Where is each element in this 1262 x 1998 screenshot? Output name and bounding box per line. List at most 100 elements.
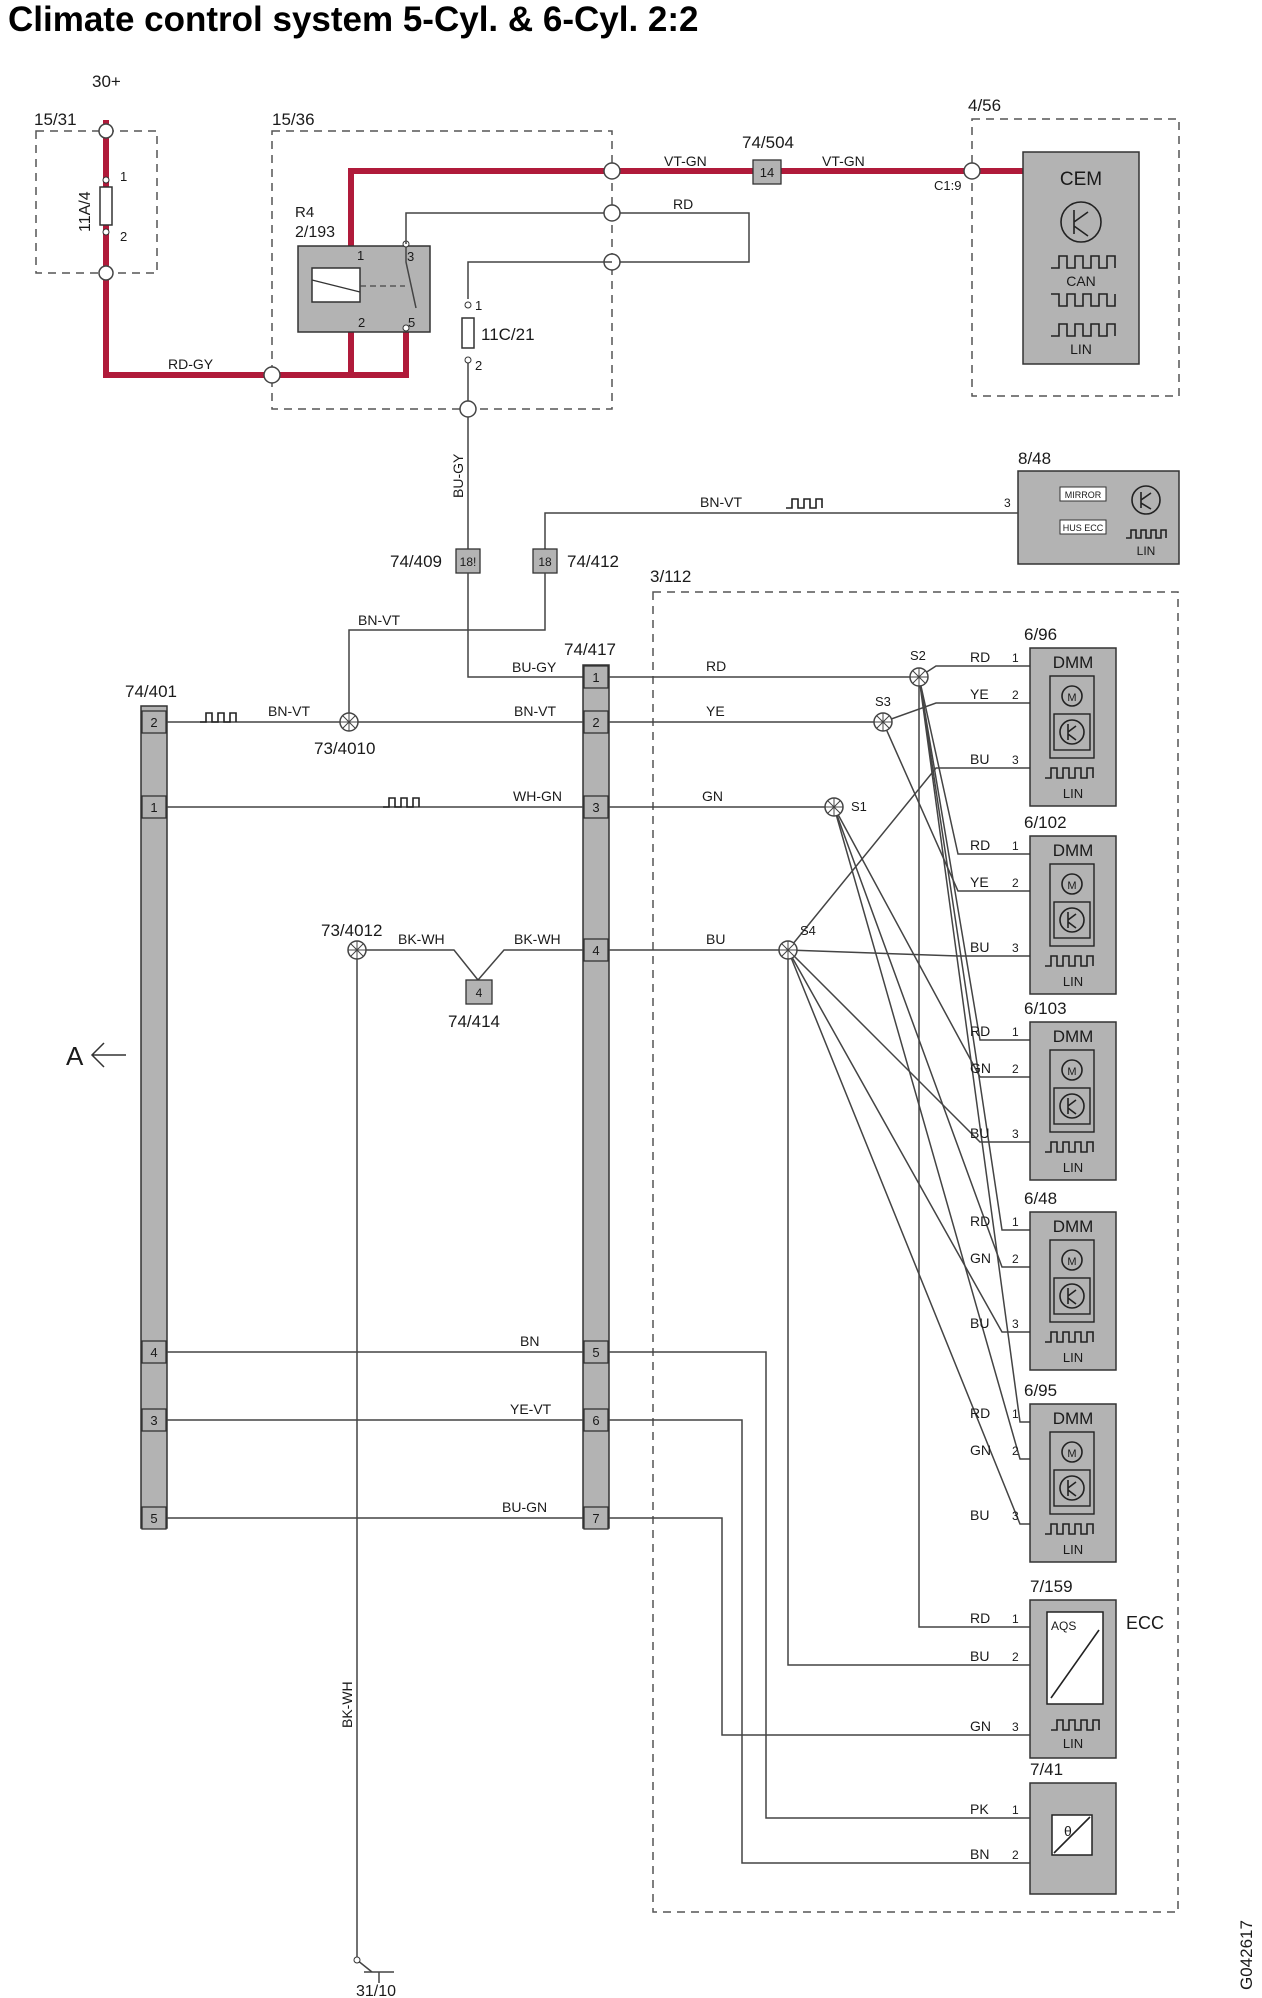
svg-text:BN-VT: BN-VT (700, 494, 742, 510)
connector-pin-label: 4 (592, 943, 599, 958)
connector-pin (583, 795, 609, 819)
pin-label: 3 (1012, 753, 1019, 767)
splice-73-4010-id: 73/4010 (314, 739, 375, 758)
pin-label: 2 (1012, 688, 1019, 702)
ecc-label: ECC (1126, 1613, 1164, 1633)
connector-pin-label: 6 (592, 1413, 599, 1428)
connector-74-504-id: 74/504 (742, 133, 794, 152)
fanout-wire (787, 949, 1030, 957)
svg-text:BN: BN (520, 1333, 539, 1349)
wire-label: RD (970, 837, 990, 853)
module-8-48-id: 8/48 (1018, 449, 1051, 468)
svg-text:VT-GN: VT-GN (822, 153, 865, 169)
arrow-label: A (66, 1041, 84, 1071)
wire-label: RD (970, 1023, 990, 1039)
connector-pin (583, 665, 609, 689)
cem-node (963, 162, 981, 180)
svg-text:BK-WH: BK-WH (514, 931, 561, 947)
pin-label: 3 (1012, 941, 1019, 955)
wire-label: BU (970, 1648, 989, 1664)
wire-label: RD (970, 649, 990, 665)
svg-text:LIN: LIN (1070, 341, 1092, 357)
pin-label: 2 (1012, 876, 1019, 890)
pin-label: 3 (1012, 1127, 1019, 1141)
svg-text:S3: S3 (875, 694, 891, 709)
svg-text:5: 5 (408, 315, 415, 330)
sensor-id: 7/41 (1030, 1760, 1063, 1779)
pin-label: 3 (1012, 1317, 1019, 1331)
wire-label: BU (970, 939, 989, 955)
connector-74-412-id: 74/412 (567, 552, 619, 571)
connector-pin-label: 5 (150, 1511, 157, 1526)
cem-connector: C1:9 (934, 178, 961, 193)
svg-text:BK-WH: BK-WH (398, 931, 445, 947)
svg-text:MIRROR: MIRROR (1065, 490, 1102, 500)
svg-text:14: 14 (760, 165, 774, 180)
dmm-lin-label: LIN (1063, 786, 1083, 801)
area-outline (652, 591, 1179, 1913)
fanout-wire (918, 665, 1030, 678)
svg-text:1: 1 (357, 248, 364, 263)
svg-text:BU-GN: BU-GN (502, 1499, 547, 1515)
pin-label: 1 (1012, 839, 1019, 853)
fanout-wire (787, 949, 1030, 1143)
fanout-wire (787, 949, 1030, 1525)
fanout-wire (918, 676, 1030, 855)
connector-pin-label: 5 (592, 1345, 599, 1360)
splice-s3: S3 (873, 694, 893, 732)
pin-label: 2 (1012, 1848, 1019, 1862)
connector-pin-label: 2 (592, 715, 599, 730)
splice-73-4012-id: 73/4012 (321, 921, 382, 940)
connector-pin-label: 3 (150, 1413, 157, 1428)
svg-text:BK-WH: BK-WH (339, 1681, 355, 1728)
wire-rd-relay: RD (673, 196, 693, 212)
wire-rd-gy: RD-GY (168, 356, 214, 372)
svg-text:BU-GY: BU-GY (512, 659, 557, 675)
connector-74-414 (465, 979, 493, 1005)
fuse-11a4 (99, 186, 113, 226)
fuse-box-outline (35, 130, 158, 274)
svg-text:S1: S1 (851, 799, 867, 814)
wire-label: GN (970, 1250, 991, 1266)
connector-74-414-id: 74/414 (448, 1012, 500, 1031)
connector-pin (141, 710, 167, 734)
svg-text:CAN: CAN (1066, 273, 1096, 289)
connector-74-412 (532, 548, 558, 574)
svg-text:3: 3 (407, 249, 414, 264)
dmm-id: 6/102 (1024, 813, 1067, 832)
connector-pin (141, 1506, 167, 1530)
dmm-label: DMM (1053, 1027, 1094, 1046)
dmm-label: DMM (1053, 653, 1094, 672)
fanout-wire (882, 702, 1030, 723)
wire-label: BN (970, 1846, 989, 1862)
relay-box-in-node (263, 366, 281, 384)
wire-label: BU (970, 751, 989, 767)
connector-pin (141, 1408, 167, 1432)
pin-label: 1 (1012, 1025, 1019, 1039)
wire-label: BU (970, 1125, 989, 1141)
wire-label: RD (970, 1213, 990, 1229)
fuse-pin-1: 1 (120, 169, 127, 184)
svg-text:BN-VT: BN-VT (268, 703, 310, 719)
splice-s4: S4 (778, 923, 816, 960)
fuse-11c21-label: 11C/21 (481, 325, 535, 344)
svg-text:HUS ECC: HUS ECC (1063, 523, 1104, 533)
svg-text:AQS: AQS (1051, 1619, 1076, 1633)
dmm-id: 6/48 (1024, 1189, 1057, 1208)
splice-s2: S2 (909, 648, 929, 687)
connector-pin (583, 1506, 609, 1530)
dmm-label: DMM (1053, 1217, 1094, 1236)
svg-text:YE: YE (706, 703, 725, 719)
wire-label: RD (970, 1405, 990, 1421)
svg-text:1: 1 (475, 298, 482, 313)
connector-74-417 (582, 664, 610, 1529)
pin-label: 1 (1012, 651, 1019, 665)
wire-label: GN (970, 1442, 991, 1458)
connector-pin-label: 1 (592, 670, 599, 685)
figure-code: G042617 (1237, 1920, 1256, 1990)
fanout-wire (787, 949, 1030, 1333)
pin-label: 1 (1012, 1803, 1019, 1817)
connector-74-409-id: 74/409 (390, 552, 442, 571)
